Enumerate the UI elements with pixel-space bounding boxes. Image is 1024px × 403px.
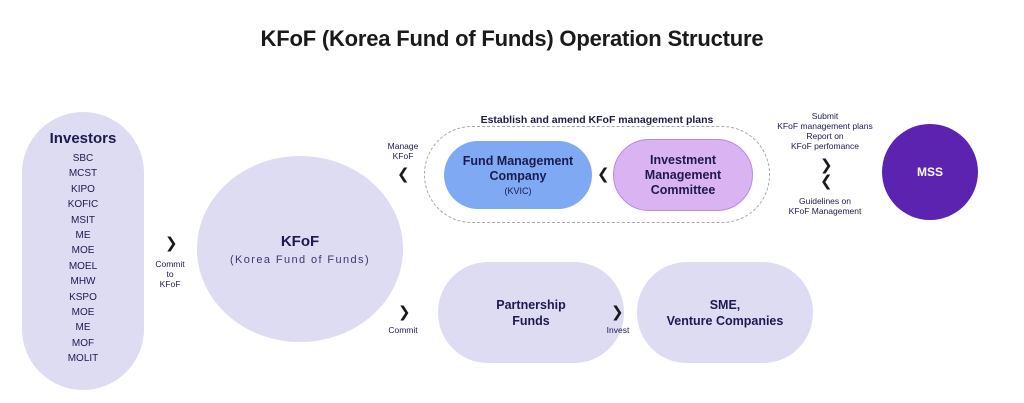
imc-line3: Committee [650, 182, 716, 197]
sme-line1: SME, [709, 297, 741, 312]
sme-line2: Venture Companies [666, 313, 784, 328]
investor-item: MOF [71, 337, 95, 349]
label-line: Manage [387, 141, 419, 151]
invest-label: Invest [606, 325, 630, 335]
imc-line1: Investment [650, 152, 716, 167]
manage-kfof-label: Manage KFoF [380, 141, 426, 161]
management-plans-label: Establish and amend KFoF management plan… [440, 114, 754, 126]
mss-node: MSS [882, 124, 978, 220]
commit-label: Commit [388, 325, 418, 335]
chevron-left-icon: ❮ [820, 173, 833, 190]
investors-node: Investors SBC MCST KIPO KOFIC MSIT ME MO… [22, 112, 144, 390]
diagram-title: KFoF (Korea Fund of Funds) Operation Str… [260, 26, 764, 51]
chevron-right-icon: ❯ [820, 157, 833, 174]
investor-item: MCST [68, 168, 98, 180]
label-line: to [166, 269, 174, 279]
management-plans-group [424, 126, 770, 223]
investor-item: KIPO [71, 183, 95, 195]
label-line: KFoF Management [788, 206, 862, 216]
label-line: Guidelines on [799, 196, 851, 206]
submit-label: Submit KFoF management plans Report on K… [766, 111, 884, 151]
label-line: Commit [155, 259, 185, 269]
commit-to-kfof-label: Commit to KFoF [148, 259, 192, 289]
investor-item: MOE [71, 245, 95, 257]
kfof-title: KFoF [280, 232, 320, 250]
investor-item: MOLIT [67, 353, 99, 365]
investor-item: MSIT [71, 214, 95, 226]
investor-item: ME [75, 230, 91, 242]
pfunds-line1: Partnership [496, 297, 566, 312]
mss-label: MSS [916, 165, 943, 179]
chevron-left-icon: ❮ [597, 166, 610, 183]
chevron-left-icon: ❮ [397, 166, 410, 183]
partnership-funds-node: Partnership Funds [438, 262, 624, 363]
guidelines-label: Guidelines on KFoF Management [772, 196, 878, 216]
investment-committee-node: Investment Management Committee [613, 139, 753, 211]
investors-header: Investors [49, 130, 117, 147]
imc-line2: Management [644, 167, 722, 182]
investor-item: MHW [70, 276, 96, 288]
sme-venture-node: SME, Venture Companies [637, 262, 813, 363]
chevron-right-icon: ❯ [398, 304, 411, 321]
investor-item: MOEL [68, 260, 98, 272]
label-line: KFoF [392, 151, 414, 161]
label-line: Submit [811, 111, 839, 121]
fmc-line2: Company [489, 169, 547, 183]
investor-item: ME [75, 322, 91, 334]
label-line: KFoF [159, 279, 181, 289]
label-line: KFoF perfomance [790, 141, 860, 151]
pfunds-line2: Funds [512, 313, 550, 328]
fund-management-company-node: Fund Management Company (KVIC) [444, 141, 592, 209]
investor-item: MOE [71, 307, 95, 319]
chevron-right-icon: ❯ [165, 235, 178, 252]
fmc-sub: (KVIC) [504, 186, 532, 196]
label-line: Report on [806, 131, 844, 141]
kfof-subtitle: (Korea Fund of Funds) [229, 253, 371, 266]
investor-item: KOFIC [67, 199, 99, 211]
fmc-line1: Fund Management [462, 154, 574, 168]
label-line: KFoF management plans [777, 121, 873, 131]
investor-item: SBC [72, 153, 94, 164]
kfof-node: KFoF (Korea Fund of Funds) [197, 156, 403, 342]
chevron-right-icon: ❯ [611, 304, 624, 321]
investor-item: KSPO [69, 291, 97, 303]
